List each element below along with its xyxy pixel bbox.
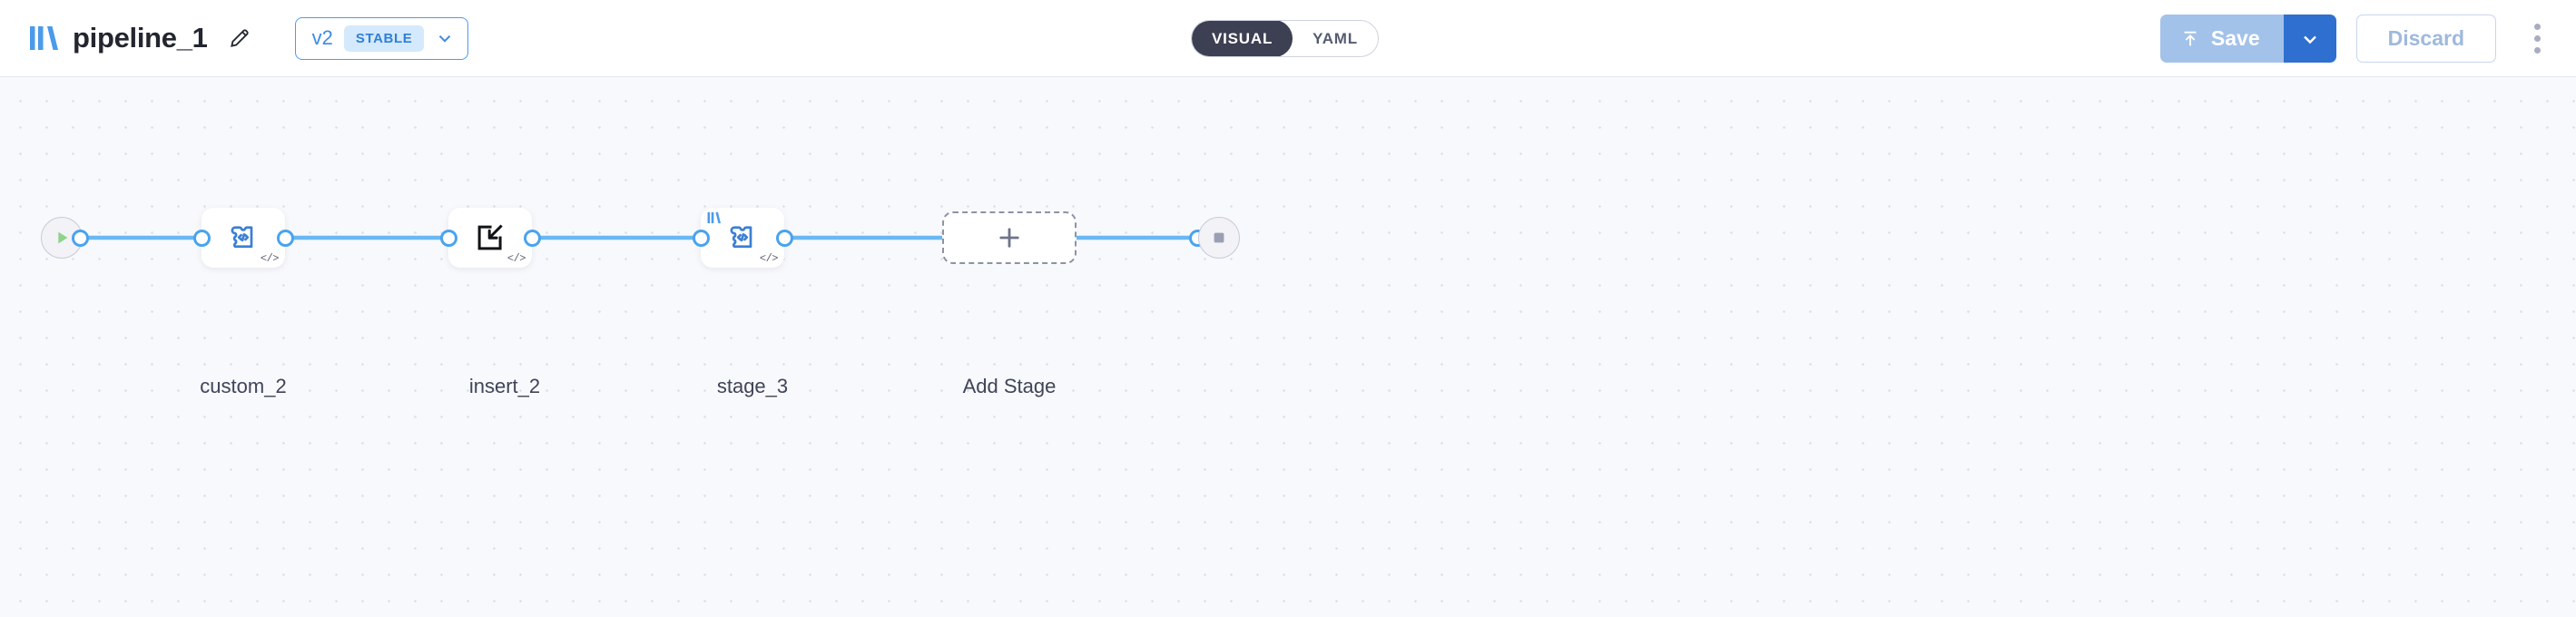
chevron-down-icon	[2303, 35, 2316, 44]
kebab-dot	[2533, 35, 2541, 42]
puzzle-code-icon	[231, 226, 253, 249]
stage_3-input-port[interactable]	[693, 230, 710, 247]
kebab-menu-icon[interactable]	[2522, 15, 2552, 63]
stage-label-custom_2: custom_2	[200, 375, 287, 397]
header-left-group: pipeline_1 v2 STABLE	[0, 16, 469, 60]
insert_2-input-port[interactable]	[440, 230, 457, 247]
stop-square-icon	[1214, 232, 1224, 243]
pipeline-edges	[80, 235, 1196, 240]
stage-node-stage_3[interactable]: </>	[701, 208, 784, 268]
start-output-port[interactable]	[72, 230, 89, 247]
code-badge: </>	[260, 252, 280, 265]
pipeline-bars-logo-icon	[707, 211, 721, 224]
tab-visual[interactable]: VISUAL	[1192, 21, 1293, 56]
pipeline-bars-logo-icon	[30, 26, 58, 50]
insert_2-output-port[interactable]	[524, 230, 541, 247]
import-arrow-icon	[477, 224, 503, 250]
save-split-button[interactable]: Save	[2159, 15, 2336, 63]
pencil-icon	[230, 29, 249, 47]
save-button[interactable]: Save	[2159, 15, 2284, 63]
play-icon	[58, 231, 68, 244]
add-stage-button[interactable]	[942, 211, 1077, 264]
code-badge: </>	[506, 252, 526, 265]
app-header: pipeline_1 v2 STABLE VISUAL YAML	[0, 0, 2576, 77]
save-options-button[interactable]	[2283, 15, 2336, 63]
edit-title-button[interactable]	[221, 19, 259, 57]
stage-label-insert_2: insert_2	[468, 375, 541, 397]
kebab-dot	[2533, 47, 2541, 54]
code-badge: </>	[759, 252, 779, 265]
kebab-dot	[2533, 24, 2541, 30]
end-node[interactable]	[1198, 217, 1240, 259]
add-stage-label: Add Stage	[962, 375, 1057, 397]
version-label: v2	[311, 26, 333, 49]
tab-yaml[interactable]: YAML	[1313, 29, 1358, 47]
plus-icon	[999, 228, 1019, 248]
pipeline-graph: </> custom_2 </> insert_2	[0, 77, 2576, 617]
chevron-down-icon	[439, 34, 451, 43]
stage-node-custom_2[interactable]: </>	[202, 208, 285, 268]
custom_2-output-port[interactable]	[277, 230, 294, 247]
version-selector[interactable]: v2 STABLE	[294, 16, 469, 60]
save-button-label: Save	[2210, 26, 2260, 50]
puzzle-code-icon	[730, 226, 752, 249]
page-title: pipeline_1	[73, 22, 208, 54]
discard-button[interactable]: Discard	[2355, 15, 2496, 63]
custom_2-input-port[interactable]	[193, 230, 211, 247]
stage-node-insert_2[interactable]: </>	[448, 208, 532, 268]
stage_3-output-port[interactable]	[776, 230, 793, 247]
view-mode-toggle[interactable]: VISUAL YAML	[1191, 20, 1379, 57]
upload-arrow-icon	[2184, 31, 2197, 45]
version-status-badge: STABLE	[343, 24, 425, 52]
stage-label-stage_3: stage_3	[716, 375, 789, 397]
pipeline-canvas[interactable]: </> custom_2 </> insert_2	[0, 77, 2576, 617]
header-actions-group: Save Discard	[2159, 0, 2552, 77]
